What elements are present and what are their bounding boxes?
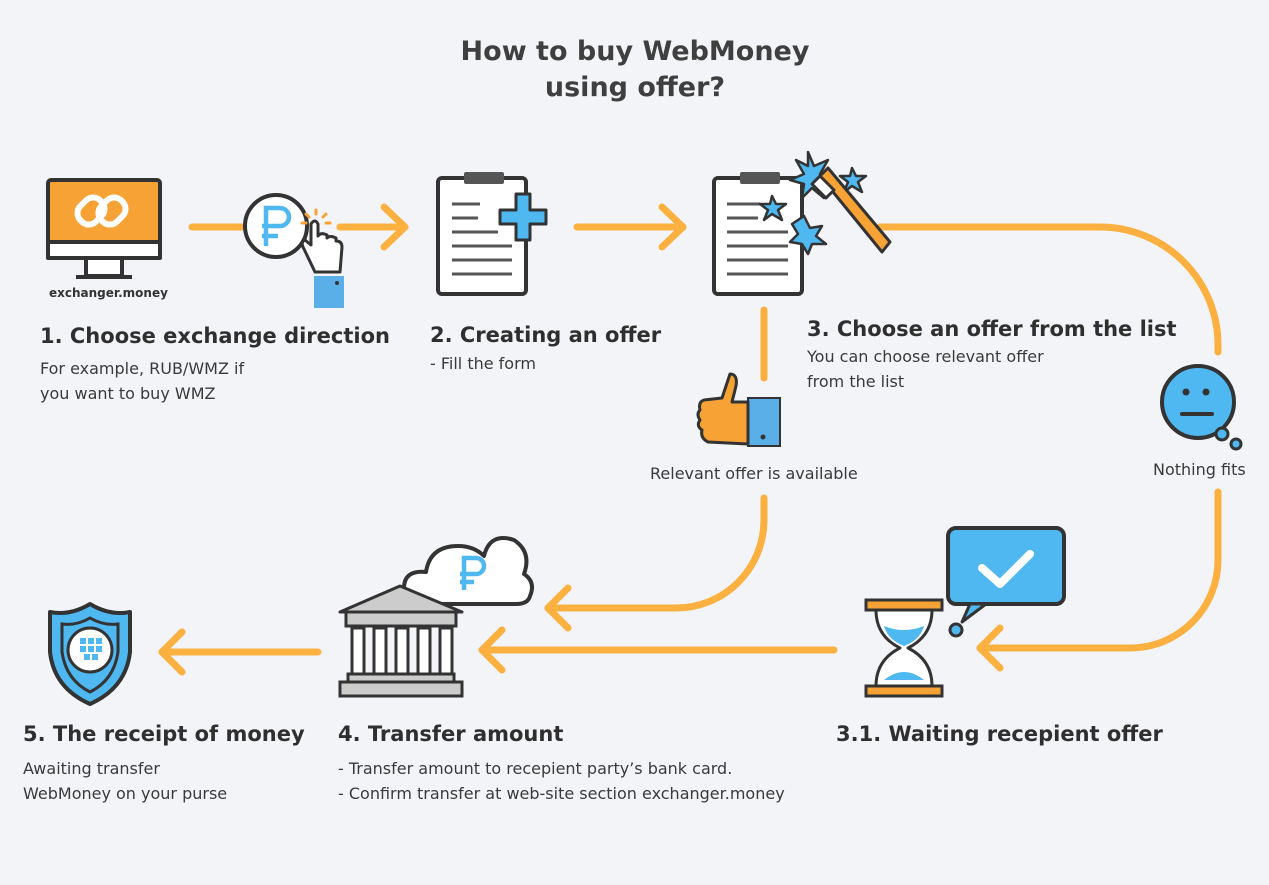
step-3-line-2: from the list [807,372,905,391]
clipboard-plus-icon [436,172,548,296]
monitor-exchanger-icon [46,178,162,279]
diagram-title: How to buy WebMoney using offer? [385,34,885,106]
bank-ruble-cloud-icon [338,536,534,698]
step-4-line-1: - Transfer amount to recepient party’s b… [338,759,733,778]
step-5-heading: 5. The receipt of money [23,722,305,746]
title-line-2: using offer? [544,72,726,103]
brand-label: exchanger.money [49,286,168,300]
neutral-face-icon [1160,364,1243,451]
branch-nothing-label: Nothing fits [1153,460,1246,479]
step-1-line-1: For example, RUB/WMZ if [40,359,245,378]
step-1-line-2: you want to buy WMZ [40,384,216,403]
hourglass-check-icon [864,526,1066,698]
webmoney-shield-icon [48,602,132,706]
step-4-heading: 4. Transfer amount [338,722,564,746]
ruble-click-icon [243,193,344,308]
step-4-line-2: - Confirm transfer at web-site section e… [338,784,785,803]
clipboard-magic-wand-icon [712,150,892,296]
step-5-line-2: WebMoney on your purse [23,784,228,803]
step-5-desc: Awaiting transfer WebMoney on your purse [23,756,227,806]
step-2-line-1: - Fill the form [430,354,536,373]
step-3-line-1: You can choose relevant offer [807,347,1044,366]
step-3-desc: You can choose relevant offer from the l… [807,344,1044,394]
arrowhead-1-2 [380,203,409,251]
connector-3-nothing [876,223,1222,356]
connector-nothing-31 [976,488,1222,652]
step-1-heading: 1. Choose exchange direction [40,324,390,348]
step-2-heading: 2. Creating an offer [430,323,662,347]
title-line-1: How to buy WebMoney [460,36,810,67]
step-31-heading: 3.1. Waiting recepient offer [836,722,1163,746]
step-1-desc: For example, RUB/WMZ if you want to buy … [40,356,244,406]
arrowhead-available-4 [544,584,572,632]
thumbs-up-icon [696,372,781,447]
step-3-heading: 3. Choose an offer from the list [807,317,1177,341]
arrowhead-31-4 [478,626,506,674]
step-5-line-1: Awaiting transfer [23,759,160,778]
arrowhead-4-5 [158,628,186,676]
branch-available-label: Relevant offer is available [650,464,858,483]
arrowhead-nothing-31 [976,624,1004,672]
arrowhead-2-3 [658,203,687,251]
step-4-desc: - Transfer amount to recepient party’s b… [338,756,785,806]
connector-available-4 [544,494,768,612]
